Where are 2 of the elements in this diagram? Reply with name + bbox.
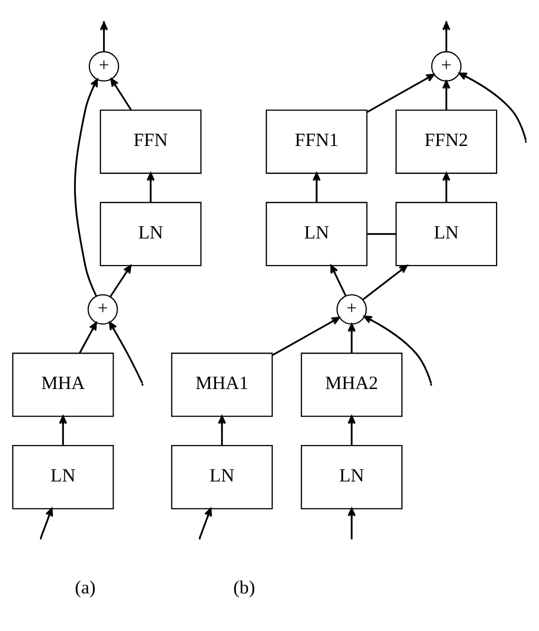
label: (b) [233, 577, 256, 598]
label: (a) [74, 577, 96, 598]
